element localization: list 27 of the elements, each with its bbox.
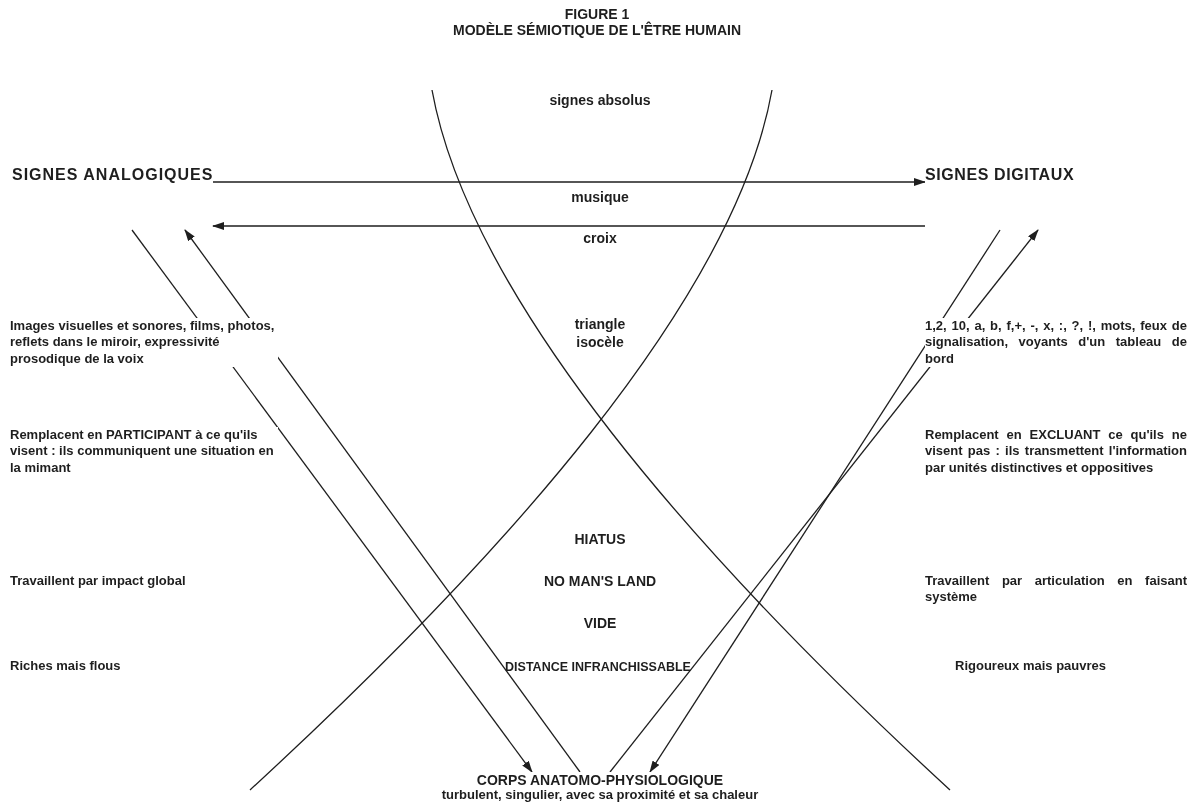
node-heading: SIGNES DIGITAUX — [925, 166, 1075, 185]
description-text: Images visuelles et sonores, films, photos, reflets dans le miroir, expressivité prosodique de la voix — [10, 318, 278, 367]
description-text: Remplacent en EXCLUANT ce qu'ils ne visent pas : ils transmettent l'information par unités distinctives et oppositives — [925, 427, 1187, 476]
arrow — [184, 229, 581, 773]
center-label: triangle isocèle — [573, 316, 627, 351]
arrow — [649, 229, 1001, 773]
description-text: 1,2, 10, a, b, f,+, -, x, :, ?, !, mots, feux de signalisation, voyants d'un tableau de bord — [925, 318, 1187, 367]
node-heading: SIGNES ANALOGIQUES — [12, 166, 214, 185]
arrow — [212, 222, 926, 230]
center-label: croix — [583, 230, 617, 248]
description-text: Riches mais flous — [10, 658, 122, 675]
description-text: Travaillent par articulation en faisant système — [925, 573, 1187, 606]
arrow — [131, 229, 533, 773]
description-text: Travaillent par impact global — [10, 573, 187, 590]
center-label: musique — [571, 189, 629, 207]
node-subtext: turbulent, singulier, avec sa proximité et sa chaleur — [441, 788, 759, 804]
figure-number: FIGURE 1 — [564, 6, 630, 22]
description-text: Rigoureux mais pauvres — [955, 658, 1107, 675]
center-label: VIDE — [583, 615, 617, 633]
arrow — [212, 178, 926, 186]
center-label: NO MAN'S LAND — [543, 573, 657, 591]
node-heading: CORPS ANATOMO-PHYSIOLOGIQUE — [476, 772, 724, 789]
center-label: DISTANCE INFRANCHISSABLE — [505, 660, 691, 676]
diagram-title: MODÈLE SÉMIOTIQUE DE L'ÊTRE HUMAIN — [453, 22, 741, 38]
arrow — [609, 229, 1039, 773]
center-label: signes absolus — [549, 92, 651, 110]
center-label: HIATUS — [574, 531, 626, 549]
